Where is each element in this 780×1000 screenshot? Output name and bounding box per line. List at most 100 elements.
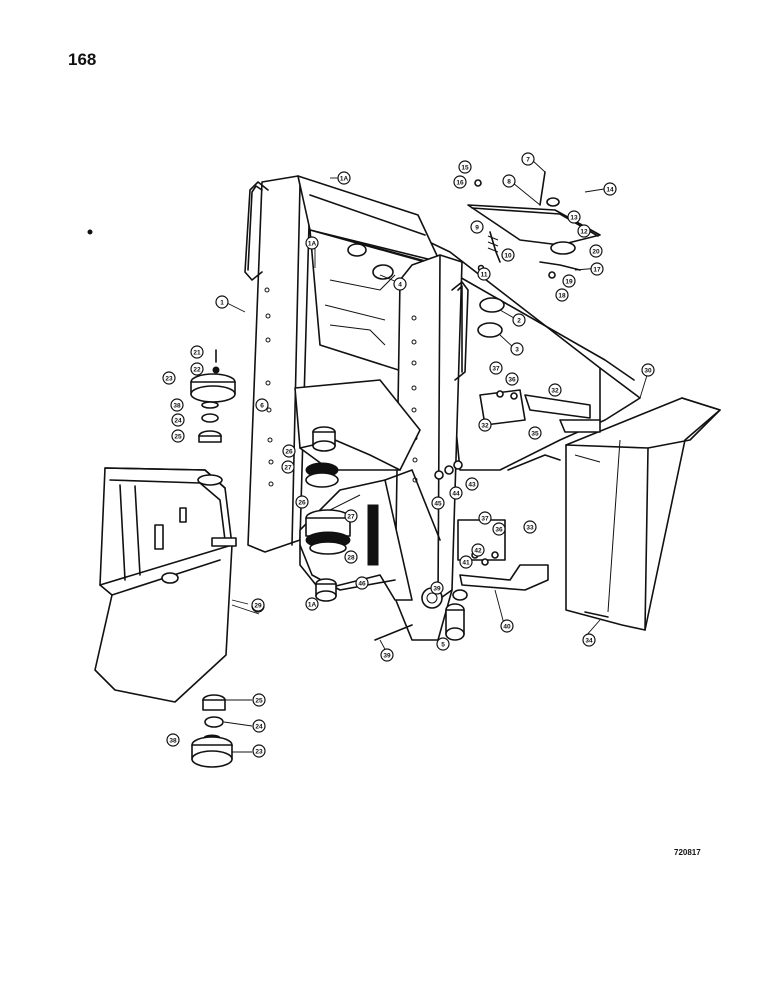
callout-bubble	[449, 486, 463, 500]
callout-17: 17	[590, 262, 604, 276]
callout-bubble	[478, 418, 492, 432]
cover-plate-assembly	[467, 171, 601, 279]
callout-25: 25	[252, 693, 266, 707]
leader-lines	[223, 159, 649, 753]
callout-bubble	[502, 174, 516, 188]
callout-bubble	[295, 495, 309, 509]
callout-label: 18	[558, 292, 566, 299]
callout-label: 12	[580, 228, 588, 235]
callout-bubble	[430, 581, 444, 595]
callout-bubble	[492, 522, 506, 536]
callout-label: 25	[255, 697, 263, 704]
callout-label: 45	[434, 500, 442, 507]
callout-bubble	[590, 262, 604, 276]
callout-bubble	[470, 220, 484, 234]
callout-bubble	[190, 362, 204, 376]
callout-label: 28	[347, 554, 355, 561]
callout-label: 23	[165, 375, 173, 382]
callout-bubble	[478, 511, 492, 525]
callout-bubble	[500, 619, 514, 633]
callout-bubble	[255, 398, 269, 412]
callout-bubble	[471, 543, 485, 557]
callout-label: 22	[193, 366, 201, 373]
callout-bubble	[512, 313, 526, 327]
callout-bubble	[562, 274, 576, 288]
callout-label: 38	[169, 737, 177, 744]
callout-4: 4	[393, 277, 407, 291]
callout-26: 26	[282, 444, 296, 458]
drawing-code: 720817	[674, 848, 701, 857]
callout-23: 23	[162, 371, 176, 385]
callout-label: 7	[526, 156, 530, 163]
callout-label: 40	[503, 623, 511, 630]
callout-label: 38	[173, 402, 181, 409]
callout-20: 20	[589, 244, 603, 258]
callout-1A: 1A	[305, 597, 319, 611]
callout-2: 2	[512, 313, 526, 327]
callout-12: 12	[577, 224, 591, 238]
callout-label: 36	[495, 526, 503, 533]
callout-bubble	[577, 224, 591, 238]
callout-37: 37	[489, 361, 503, 375]
callout-14: 14	[603, 182, 617, 196]
callout-label: 27	[347, 513, 355, 520]
callout-label: 15	[461, 164, 469, 171]
callout-label: 42	[474, 547, 482, 554]
callout-bubble	[582, 633, 596, 647]
callout-label: 39	[433, 585, 441, 592]
callout-label: 37	[481, 515, 489, 522]
callout-18: 18	[555, 288, 569, 302]
callout-30: 30	[641, 363, 655, 377]
callout-bubble	[252, 744, 266, 758]
main-frame	[244, 175, 641, 641]
callout-21: 21	[190, 345, 204, 359]
callout-bubble	[501, 248, 515, 262]
callout-label: 9	[475, 224, 479, 231]
callout-label: 24	[174, 417, 182, 424]
callout-label: 6	[260, 402, 264, 409]
callout-34: 34	[582, 633, 596, 647]
callout-label: 5	[441, 641, 445, 648]
callout-25: 25	[171, 429, 185, 443]
callout-38: 38	[170, 398, 184, 412]
callout-bubble	[380, 648, 394, 662]
callout-13: 13	[567, 210, 581, 224]
callout-10: 10	[501, 248, 515, 262]
callout-36: 36	[505, 372, 519, 386]
callout-label: 16	[456, 179, 464, 186]
callout-42: 42	[471, 543, 485, 557]
callout-bubble	[548, 383, 562, 397]
callout-label: 19	[565, 278, 573, 285]
callout-bubble	[523, 520, 537, 534]
callout-6: 6	[255, 398, 269, 412]
callout-16: 16	[453, 175, 467, 189]
callout-bubble	[281, 460, 295, 474]
callout-bubble	[252, 693, 266, 707]
callout-label: 23	[255, 748, 263, 755]
callout-label: 30	[644, 367, 652, 374]
callout-43: 43	[465, 477, 479, 491]
callout-bubble	[555, 288, 569, 302]
callout-bubble	[477, 267, 491, 281]
callout-label: 13	[570, 214, 578, 221]
callout-label: 32	[551, 387, 559, 394]
page-number: 168	[68, 50, 97, 69]
callout-40: 40	[500, 619, 514, 633]
ink-speck	[87, 229, 93, 235]
callout-label: 37	[492, 365, 500, 372]
callout-bubble	[215, 295, 229, 309]
callout-label: 1	[220, 299, 224, 306]
callout-bubble	[344, 550, 358, 564]
callout-8: 8	[502, 174, 516, 188]
callout-bubble	[393, 277, 407, 291]
callout-label: 21	[193, 349, 201, 356]
callout-29: 29	[251, 598, 265, 612]
callout-15: 15	[458, 160, 472, 174]
callout-45: 45	[431, 496, 445, 510]
callout-1A: 1A	[305, 236, 319, 250]
callout-bubble	[355, 576, 369, 590]
callout-bubble	[459, 555, 473, 569]
callout-label: 1A	[340, 175, 349, 182]
callout-bubble	[305, 236, 319, 250]
